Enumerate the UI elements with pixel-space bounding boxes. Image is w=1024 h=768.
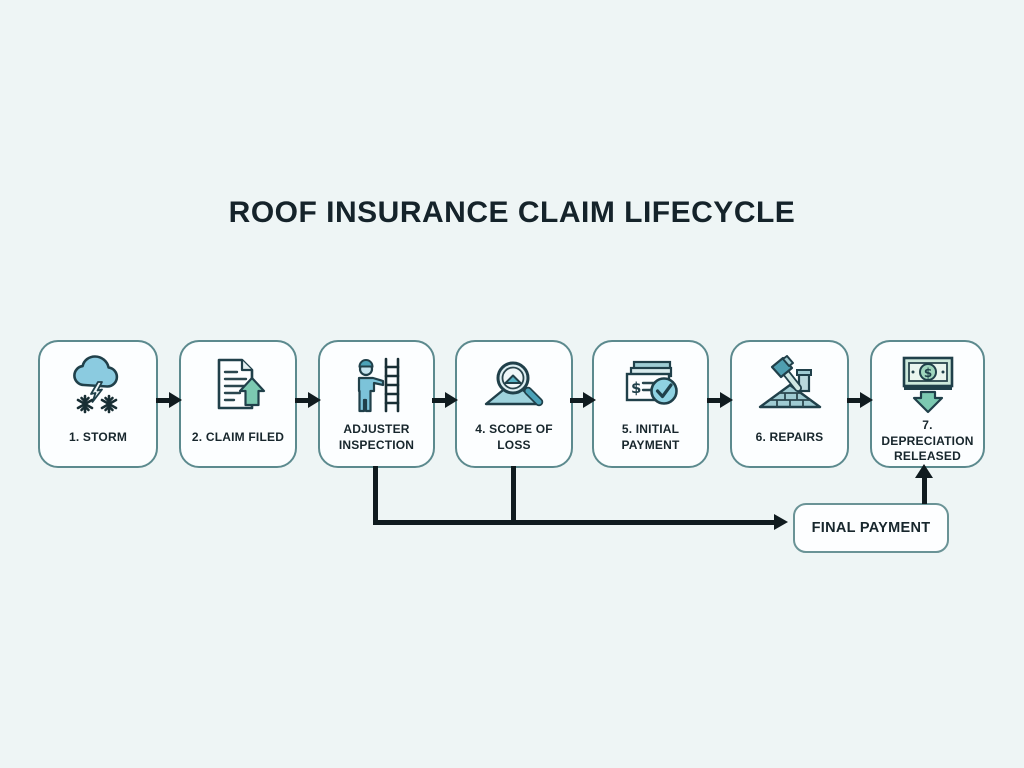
payment-check-approved-icon: $ — [618, 352, 684, 418]
adjuster-ladder-icon — [345, 352, 409, 418]
step-label: 2. CLAIM FILED — [191, 430, 285, 445]
flow-arrow-6-7 — [847, 392, 873, 409]
flow-arrow-4-5 — [570, 392, 596, 409]
step-box-storm: 1. STORM — [38, 340, 158, 468]
claim-document-upload-icon — [206, 352, 270, 418]
step-box-repairs: 6. REPAIRS — [730, 340, 849, 468]
page-title: ROOF INSURANCE CLAIM LIFECYCLE — [228, 196, 796, 229]
svg-text:$: $ — [631, 379, 641, 397]
step-box-depreciation-released: $ 7. DEPRECIATION RELEASED — [870, 340, 985, 468]
step-box-scope-of-loss: 4. SCOPE OF LOSS — [455, 340, 573, 468]
step-label: 5. INITIAL PAYMENT — [621, 422, 680, 452]
hammer-roof-repair-icon — [757, 352, 823, 418]
step-label: 7. DEPRECIATION RELEASED — [881, 418, 974, 464]
storm-snow-cloud-icon — [65, 352, 131, 418]
connector-scope-drop-line — [511, 466, 516, 525]
final-payment-box: FINAL PAYMENT — [793, 503, 949, 553]
cash-released-down-arrow-icon: $ — [896, 352, 960, 418]
final-payment-label: FINAL PAYMENT — [811, 520, 931, 536]
step-box-initial-payment: $ 5. INITIAL PAYMENT — [592, 340, 709, 468]
flow-arrow-3-4 — [432, 392, 458, 409]
step-label: ADJUSTER INSPECTION — [338, 422, 415, 452]
connector-adjuster-drop-line — [373, 466, 378, 525]
connector-arrowhead-right — [774, 514, 788, 530]
flow-arrow-1-2 — [156, 392, 182, 409]
step-box-adjuster-inspection: ADJUSTER INSPECTION — [318, 340, 435, 468]
flow-arrow-5-6 — [707, 392, 733, 409]
step-box-claim-filed: 2. CLAIM FILED — [179, 340, 297, 468]
svg-text:$: $ — [923, 366, 931, 380]
step-label: 1. STORM — [68, 430, 128, 445]
connector-arrowhead-up — [915, 464, 933, 478]
connector-up-line — [922, 477, 927, 504]
flow-arrow-2-3 — [295, 392, 321, 409]
step-label: 6. REPAIRS — [755, 430, 824, 445]
step-label: 4. SCOPE OF LOSS — [475, 422, 553, 452]
magnifier-roof-icon — [482, 352, 546, 418]
connector-horizontal-line — [373, 520, 776, 525]
